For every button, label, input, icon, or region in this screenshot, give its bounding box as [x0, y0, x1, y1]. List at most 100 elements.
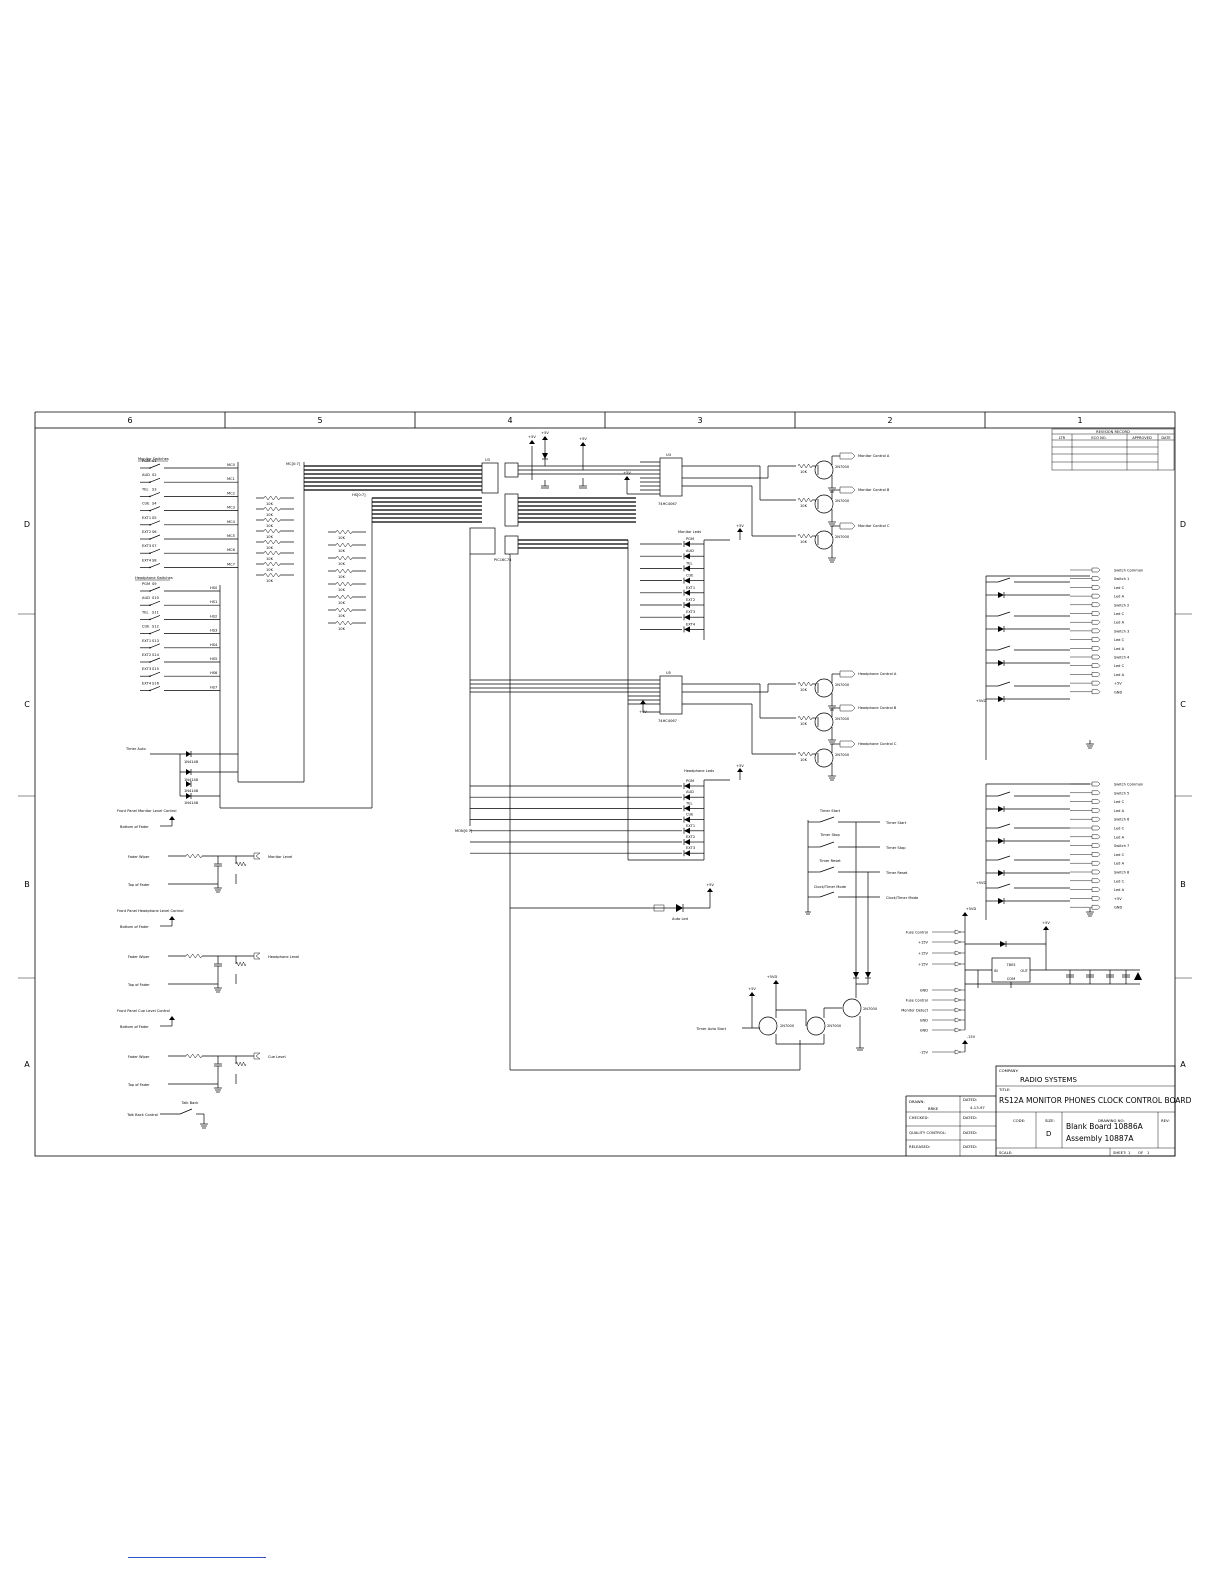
- fader-top-0: Top of Fader: [127, 883, 150, 887]
- timer-reset-label: Timer Reset: [818, 859, 841, 863]
- switch-label-cue-mon-rows: CUE: [142, 502, 150, 506]
- fader-out-2: Cue Level: [268, 1055, 286, 1059]
- switch-ref-s7: S7: [152, 544, 157, 548]
- switch-ref-s3: S3: [152, 487, 157, 491]
- drawing-frame: [18, 411, 1192, 1157]
- connector-label-7: Switch 3: [1114, 629, 1129, 633]
- zone-left-C: C: [24, 700, 30, 709]
- fader-out-0: Monitor Level: [268, 855, 292, 859]
- switch-ref-s9: S9: [152, 582, 157, 586]
- timer-switches: Timer Start Timer Stop Timer Reset Clock…: [805, 809, 919, 998]
- output-label-0: Headphone Control A: [858, 672, 897, 676]
- bus-mc-label: MC[0:7]: [286, 462, 301, 466]
- switch-label-pgm-hp-rows: PGM: [142, 582, 150, 586]
- auto-led-label: Auto Led: [672, 917, 688, 921]
- diode-1-part: 1N4148: [184, 760, 199, 764]
- power-label-6: Monitor Detect: [901, 1009, 928, 1013]
- tb-code-label: CODE:: [1013, 1118, 1025, 1123]
- tb-title-label: TITLE:: [998, 1087, 1011, 1092]
- zone-top-4: 4: [507, 416, 512, 425]
- u5-ref: U5: [666, 671, 671, 675]
- led-label-mon-leds-6: EXT3: [686, 610, 695, 614]
- switch-net-mc7: MC7: [227, 562, 235, 566]
- pullup-resistor-value: 10K: [338, 562, 346, 566]
- pullup-resistor-value: 10K: [338, 614, 346, 618]
- output-label-0: Monitor Control A: [858, 454, 890, 458]
- output-transistor-part: 2N7000: [835, 683, 850, 687]
- tb-title: RS12A MONITOR PHONES CLOCK CONTROL BOARD: [999, 1096, 1192, 1105]
- tb-size: D: [1046, 1130, 1051, 1138]
- diode-2-part: 1N4148: [184, 778, 199, 782]
- output-resistor-value: 10K: [800, 722, 808, 726]
- u3-power-network: +5V +5V +5V: [528, 431, 587, 489]
- switch-ref-s14: S14: [152, 653, 160, 657]
- timer-stop-label: Timer Stop: [819, 833, 840, 837]
- output-resistor-value: 10K: [800, 540, 808, 544]
- tb-drawn: BRKE: [928, 1106, 939, 1111]
- tb-sheet-label: SHEET:: [1113, 1150, 1126, 1155]
- rev-col-eco: ECO NO.: [1091, 436, 1106, 440]
- tb-sheet: 1: [1128, 1150, 1131, 1155]
- output-transistor-part: 2N7000: [835, 499, 850, 503]
- connector-label-26: Led C: [1114, 879, 1125, 883]
- timer-start-label: Timer Start: [819, 809, 841, 813]
- switch-label-ext3-mon-rows: EXT3: [142, 544, 151, 548]
- connector-label-2: Led C: [1114, 586, 1125, 590]
- switch-ref-s6: S6: [152, 530, 157, 534]
- switch-label-ext2-hp-rows: EXT2: [142, 653, 151, 657]
- switch-net-hs0: HS0: [210, 586, 218, 590]
- tb-of-label: OF: [1138, 1150, 1143, 1155]
- switch-label-aud-mon-rows: AUD: [142, 473, 150, 477]
- led-label-hp-leds-3: CUE: [686, 813, 694, 817]
- u5-vee-label: +5V: [639, 710, 647, 714]
- connector-label-25: Switch 8: [1114, 871, 1130, 875]
- switch-net-mc0: MC0: [227, 463, 236, 467]
- output-resistor-value: 10K: [800, 758, 808, 762]
- regulator-out: OUT: [1020, 969, 1028, 973]
- connector-label-21: Led A: [1114, 835, 1125, 839]
- zone-left-D: D: [24, 520, 30, 529]
- rev-col-approved: APPROVED: [1132, 436, 1152, 440]
- power-label-9: -15V: [920, 1051, 929, 1055]
- switch-ref-s13: S13: [152, 639, 159, 643]
- u3-vdd-label: +5V: [541, 431, 549, 435]
- switch-label-ext1-hp-rows: EXT1: [142, 639, 151, 643]
- switch-net-hs3: HS3: [210, 629, 217, 633]
- zone-top-5: 5: [317, 416, 322, 425]
- power-label-0: Fuse Control: [906, 931, 928, 935]
- tb-released-label: RELEASED:: [909, 1144, 930, 1149]
- tb-dated: 4-13-97: [970, 1105, 985, 1110]
- led-label-hp-leds-6: EXT3: [686, 846, 695, 850]
- fader-wiper-1: Fader Wiper: [128, 955, 150, 959]
- footer-link-underline: [128, 1557, 266, 1558]
- switch-net-hs7: HS7: [210, 685, 217, 689]
- pullup-resistor-value: 10K: [338, 549, 346, 553]
- connector-label-20: Led C: [1114, 827, 1125, 831]
- tb-scale-label: SCALE:: [999, 1150, 1012, 1155]
- tb-rev-label: REV:: [1161, 1118, 1170, 1123]
- led-label-hp-leds-4: EXT1: [686, 824, 695, 828]
- led-label-hp-leds-5: EXT2: [686, 835, 695, 839]
- revision-record: REVISION RECORD LTR ECO NO. APPROVED DAT…: [1051, 428, 1175, 471]
- fader-top-2: Top of Fader: [127, 1083, 150, 1087]
- switch-label-ext4-mon-rows: EXT4: [142, 558, 152, 562]
- led-label-mon-leds-7: EXT4: [686, 622, 696, 626]
- timer-auto-label: Timer Auto: [125, 747, 146, 751]
- tb-company-label: COMPANY:: [999, 1068, 1019, 1073]
- fader-title-2: Front Panel Cue Level Control: [117, 1009, 170, 1013]
- pwr-plus15-label: +5VD: [966, 907, 977, 911]
- u4-vee-label: +5V: [623, 471, 631, 475]
- power-label-4: GND: [920, 989, 928, 993]
- connector-label-9: Led A: [1114, 647, 1125, 651]
- output-label-2: Monitor Control C: [858, 524, 890, 528]
- switch-ref-s8: S8: [152, 558, 157, 562]
- switch-net-mc4: MC4: [227, 520, 236, 524]
- auto-start-pullup-supply: +5V: [748, 987, 756, 991]
- tb-of: 1: [1147, 1150, 1150, 1155]
- connector-label-6: Led A: [1114, 621, 1125, 625]
- output-transistor-part: 2N7000: [835, 465, 850, 469]
- switch-ref-s4: S4: [152, 502, 157, 506]
- connector-label-28: +5V: [1114, 897, 1122, 901]
